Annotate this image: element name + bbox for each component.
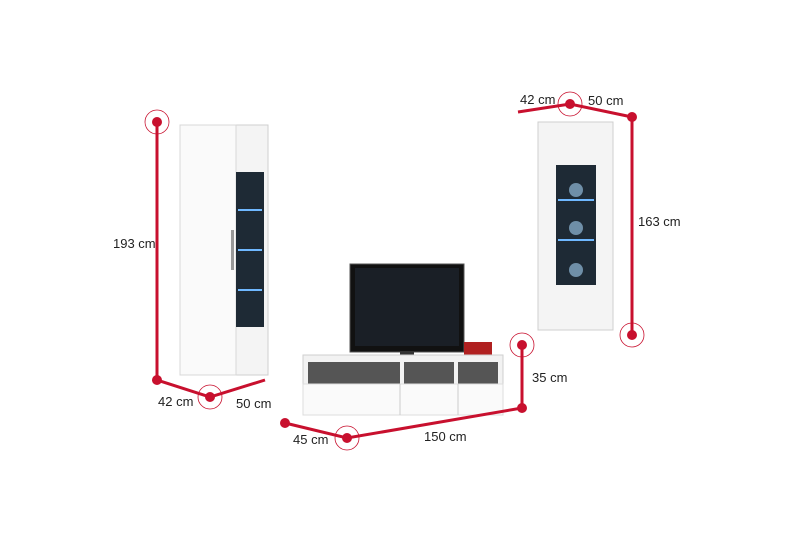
right-cabinet-width-label: 50 cm [588, 93, 624, 108]
tv-stand-height-label: 35 cm [532, 370, 568, 385]
tv-stand [302, 354, 504, 416]
right-cabinet-depth-label: 42 cm [520, 92, 556, 107]
television [349, 263, 492, 361]
tv-stand-width-label: 150 cm [424, 429, 467, 444]
left-tall-cabinet [179, 124, 269, 376]
left-cabinet-height-label: 193 cm [113, 236, 156, 251]
left-cabinet-depth-label: 42 cm [158, 394, 194, 409]
dimension-lines [155, 102, 634, 440]
right-cabinet-height-label: 163 cm [638, 214, 681, 229]
tv-stand-depth-label: 45 cm [293, 432, 329, 447]
dimension-markers [152, 99, 637, 443]
left-cabinet-width-label: 50 cm [236, 396, 272, 411]
right-cabinet [537, 121, 614, 331]
marker-rings [144, 91, 645, 451]
